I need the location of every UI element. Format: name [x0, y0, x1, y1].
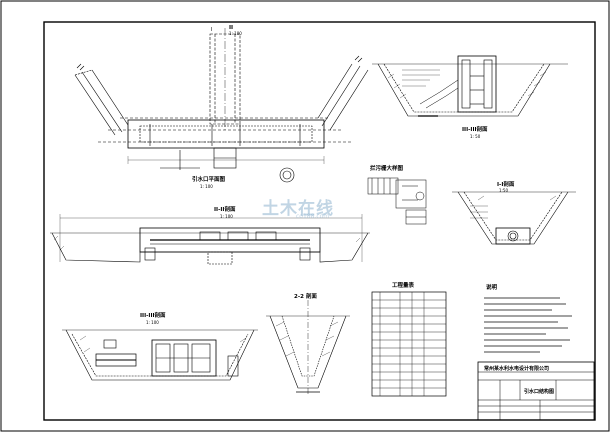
section-i-title: I-I剖面 — [497, 182, 515, 188]
plan-view-scale: 1: 100 — [200, 184, 213, 189]
section-iii-scale: 1: 100 — [146, 320, 159, 325]
section-i-i — [452, 191, 576, 245]
quantity-table — [371, 291, 447, 397]
drawing-name: 引水口结构图 — [524, 389, 555, 395]
section-ii-scale: 1: 100 — [220, 214, 233, 219]
notes-lines — [484, 297, 572, 353]
section-i-marker: I — [211, 27, 213, 33]
plan-view-title: 引水口平面图 — [192, 177, 226, 183]
plan-view — [74, 28, 369, 183]
watermark-url: co188.com — [296, 213, 330, 220]
section-iii-bottom — [62, 329, 258, 381]
notes-title: 说明 — [486, 285, 498, 291]
detail-title: 拦污栅大样图 — [370, 166, 404, 172]
section-ii-title: II-II剖面 — [214, 207, 236, 213]
quantity-table-title: 工程量表 — [392, 283, 415, 289]
section-ii-marker-top: II — [229, 25, 234, 31]
section-ii-marker-top-scale: 1: 100 — [229, 31, 242, 36]
section-iii-title: III-III剖面 — [140, 313, 166, 319]
section-2-2 — [266, 300, 350, 396]
trash-rack-detail — [367, 177, 427, 225]
section-ii-long — [50, 214, 370, 265]
inner-border — [43, 21, 596, 421]
title-block — [477, 361, 595, 421]
section-iii-right-title: III-III剖面 — [462, 127, 488, 133]
company-name: 常州某水利水电设计有限公司 — [484, 366, 550, 372]
watermark-text: 土木在线 — [262, 199, 334, 219]
section-iii-top-right — [372, 55, 568, 117]
section-2-2-title: 2-2 剖面 — [294, 294, 317, 300]
section-iii-right-scale: 1: 50 — [470, 134, 481, 139]
section-i-scale: 1:50 — [499, 188, 508, 193]
